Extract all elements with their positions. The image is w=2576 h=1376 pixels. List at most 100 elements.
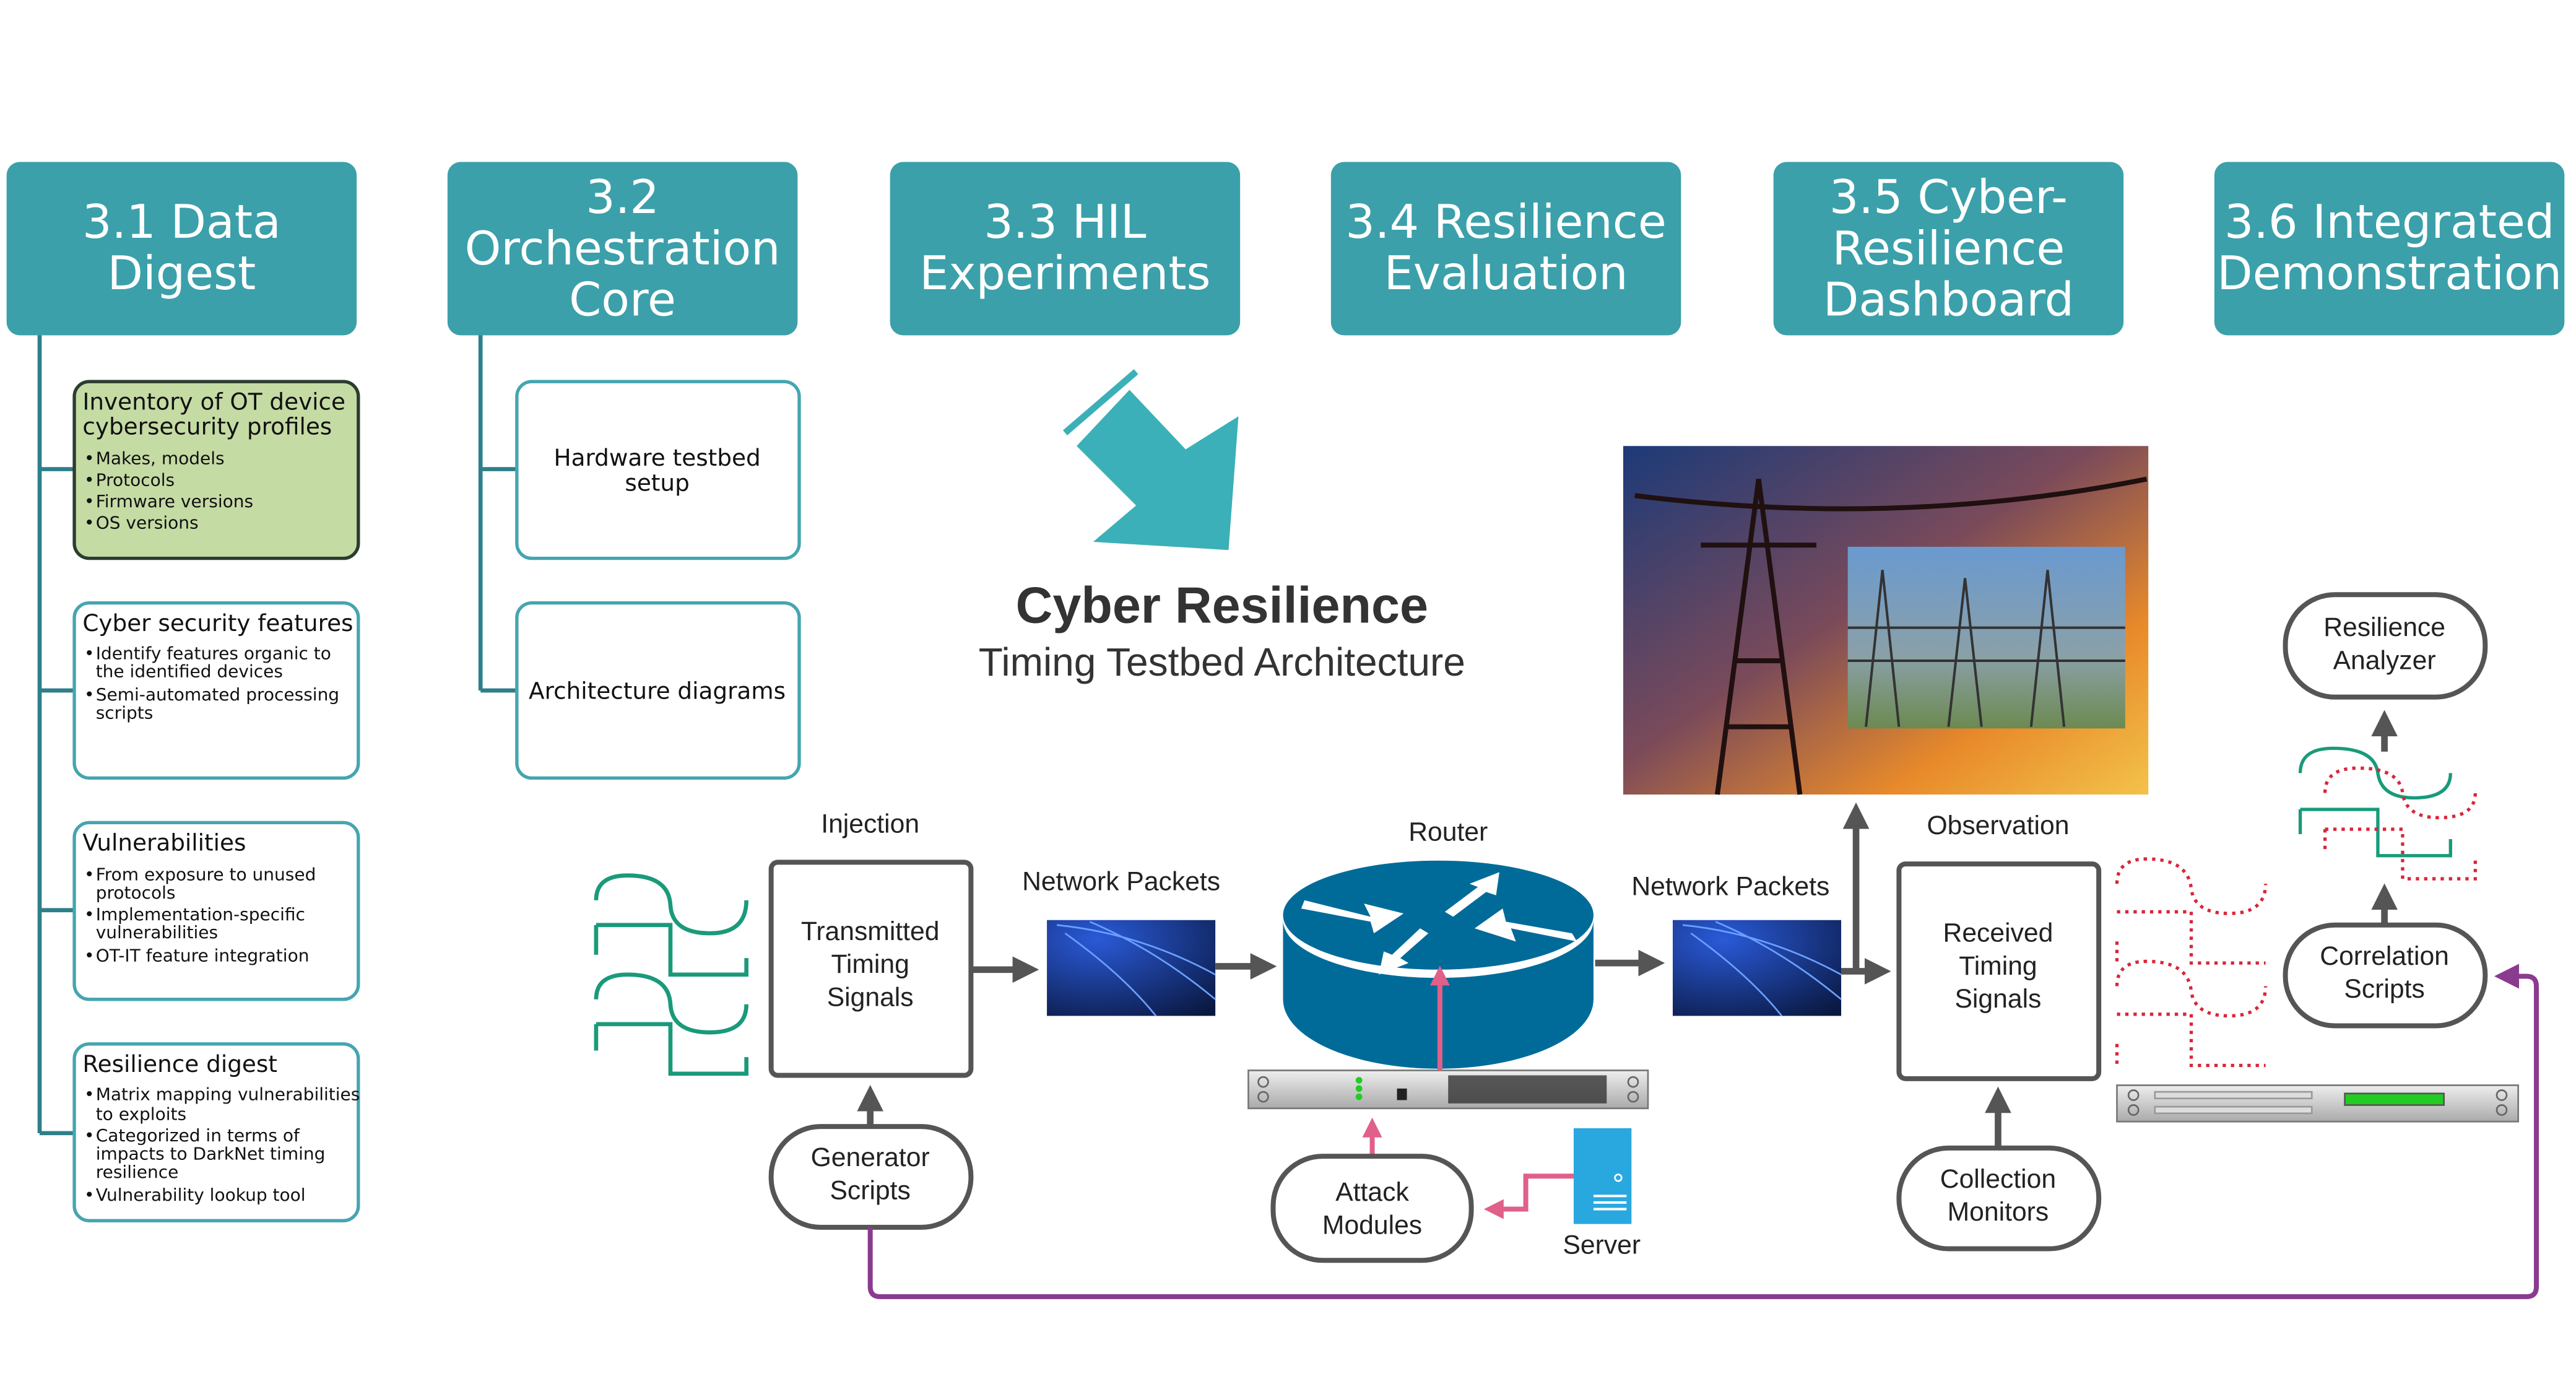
injection-label: Injection [821,809,919,838]
svg-text:•: • [84,1125,95,1146]
svg-text:•: • [84,864,95,885]
node-text: Correlation [2320,941,2449,971]
svg-text:•: • [84,904,95,925]
svg-text:•: • [84,448,95,469]
card-title: Cyber security features [82,609,353,637]
card-title: Resilience digest [82,1050,277,1078]
card-cyber-security-features: Cyber security features •Identify featur… [72,601,360,780]
network-packets-label: Network Packets [1022,867,1220,897]
header-data-digest: 3.1 Data Digest [6,162,357,336]
network-packets-label: Network Packets [1631,872,1829,902]
header-orchestration-core: 3.2 Orchestration Core [447,162,798,336]
svg-text:•: • [84,684,95,705]
node-text: Scripts [2344,974,2424,1004]
svg-text:•: • [84,1084,95,1104]
header-text: Evaluation [1384,246,1628,300]
server-arrow [1483,1174,1574,1219]
header-text: Core [569,273,676,327]
header-resilience-evaluation: 3.4 Resilience Evaluation [1330,162,1681,336]
bullet: Matrix mapping vulnerabilities [96,1084,360,1104]
node-text: Resilience [2323,612,2445,642]
card-text: Architecture diagrams [529,677,786,704]
bullet: Protocols [96,469,175,490]
correlated-waves-icon [2298,746,2477,881]
header-text: 3.4 Resilience [1345,195,1666,249]
bullet: the identified devices [96,661,283,682]
header-text: 3.6 Integrated [2224,195,2555,249]
node-text: Collection [1940,1164,2056,1194]
card-text: Hardware testbed [554,444,761,471]
bullet: Firmware versions [96,491,253,512]
header-text: Dashboard [1823,273,2074,327]
tree-connector [478,335,517,693]
card-hardware-testbed: Hardware testbed setup [515,380,801,560]
card-resilience-digest: Resilience digest •Matrix mapping vulner… [72,1042,360,1222]
box-text: Timing [1959,951,2037,981]
node-text: Attack [1335,1177,1409,1207]
diagram-title: Cyber Resilience [1016,577,1428,634]
bullet: Vulnerability lookup tool [96,1185,306,1205]
box-text: Signals [827,982,914,1012]
header-hil-experiments: 3.3 HIL Experiments [890,162,1241,336]
bullet: protocols [96,882,176,903]
big-arrow-icon [1062,369,1239,551]
server-icon [1573,1128,1632,1224]
correlation-scripts-node: Correlation Scripts [2283,922,2488,1029]
bullet: to exploits [96,1104,186,1125]
received-timing-signals-box: Received Timing Signals [1896,861,2102,1081]
card-architecture-diagrams: Architecture diagrams [515,601,801,780]
header-text: 3.5 Cyber- [1829,170,2068,224]
network-packets-image [1672,920,1842,1017]
observation-label: Observation [1927,811,2069,840]
bullet: Identify features organic to [96,643,331,663]
header-text: Resilience [1832,222,2065,276]
feedback-loop-arrow [867,964,2539,1299]
bullet: Implementation-specific [96,904,305,925]
card-vulnerabilities: Vulnerabilities •From exposure to unused… [72,821,360,1001]
generator-scripts-node: Generator Scripts [768,1124,974,1230]
tree-connector [37,335,75,1136]
bullet: Makes, models [96,448,225,469]
svg-text:•: • [84,469,95,490]
header-text: 3.2 [586,170,659,224]
collection-monitors-node: Collection Monitors [1896,1145,2102,1252]
card-title: cybersecurity profiles [82,413,332,440]
rack-server-icon [2116,1084,2519,1123]
header-text: Experiments [919,246,1210,300]
bullet: impacts to DarkNet timing [96,1144,326,1164]
bullet: Categorized in terms of [96,1125,300,1146]
node-text: Modules [1322,1211,1422,1240]
header-text: Digest [108,246,256,300]
node-text: Scripts [830,1176,910,1206]
diagram-subtitle: Timing Testbed Architecture [979,640,1465,684]
box-text: Signals [1954,984,2041,1014]
bullet: resilience [96,1162,179,1182]
bullet: vulnerabilities [96,922,218,943]
network-switch-icon [1247,1069,1649,1110]
node-text: Generator [811,1143,930,1172]
box-text: Timing [831,949,909,979]
node-text: Monitors [1948,1197,2049,1227]
card-title: Vulnerabilities [82,829,246,856]
card-inventory: Inventory of OT device cybersecurity pro… [72,380,360,560]
svg-text:•: • [84,945,95,965]
server-label: Server [1563,1230,1641,1260]
svg-text:•: • [84,1185,95,1205]
signal-waves-teal-icon [594,873,748,1076]
svg-text:•: • [84,643,95,663]
header-cyber-resilience-dashboard: 3.5 Cyber- Resilience Dashboard [1773,162,2124,336]
network-packets-image [1047,920,1216,1017]
bullet: scripts [96,702,154,723]
resilience-analyzer-node: Resilience Analyzer [2283,592,2488,700]
signal-waves-red-icon [2115,857,2268,1068]
svg-text:•: • [84,513,95,533]
header-integrated-demonstration: 3.6 Integrated Demonstration [2214,162,2565,336]
card-text: setup [625,469,689,496]
header-text: Demonstration [2217,246,2562,300]
node-text: Analyzer [2333,645,2436,675]
bullet: OS versions [96,513,199,533]
bullet: From exposure to unused [96,864,316,885]
power-grid-photo [1623,446,2149,795]
box-text: Transmitted [801,917,940,946]
